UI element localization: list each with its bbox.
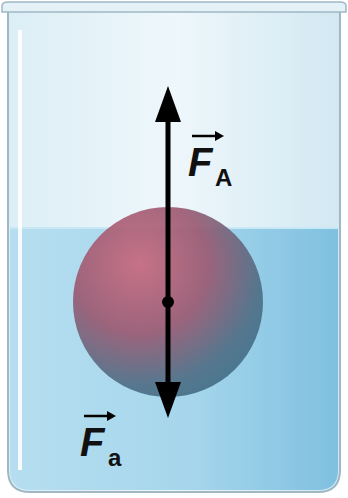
force-symbol: F — [188, 142, 212, 182]
force-subscript: a — [108, 446, 121, 470]
force-subscript: A — [215, 166, 232, 190]
force-symbol: F — [80, 422, 104, 462]
